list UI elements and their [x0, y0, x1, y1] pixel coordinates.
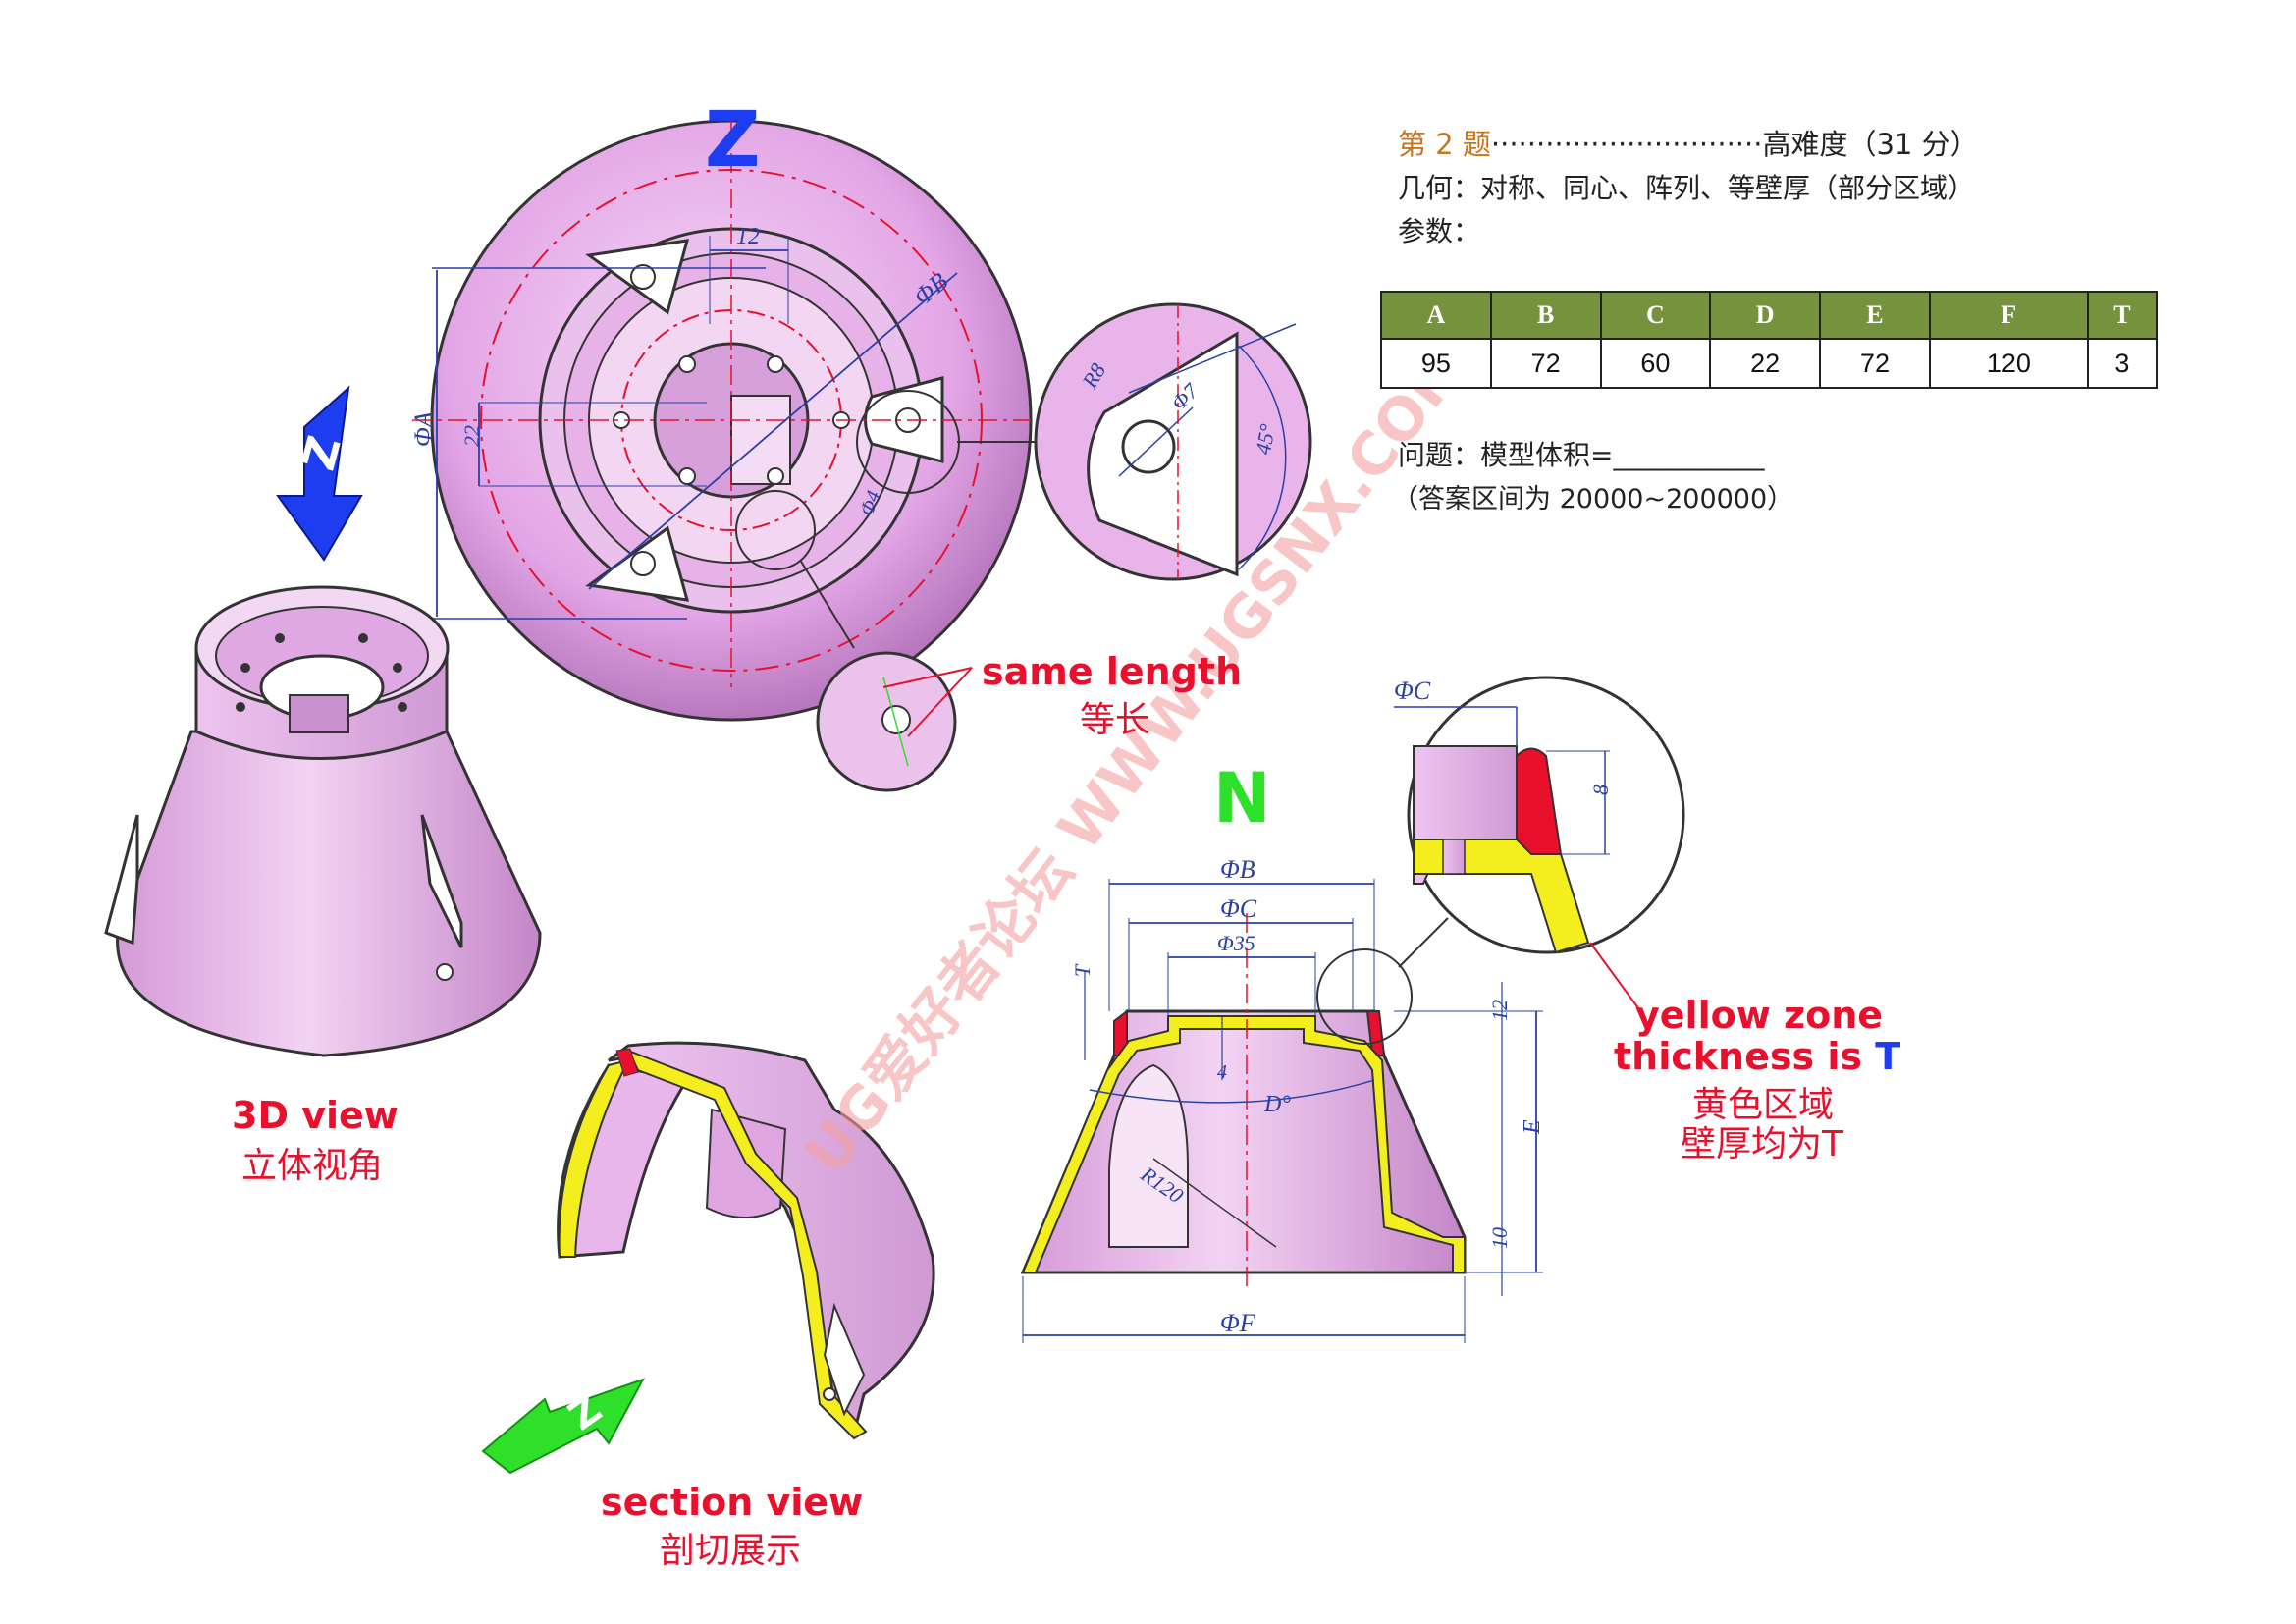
- caption-thickness-text: thickness is: [1614, 1035, 1876, 1078]
- param-header-C: C: [1599, 291, 1712, 340]
- caption-thickness-symbol: T: [1875, 1035, 1901, 1078]
- caption-section-view-cn: 剖切展示: [660, 1531, 802, 1571]
- dim-4: 4: [1217, 1061, 1227, 1083]
- param-header-E: E: [1819, 291, 1931, 340]
- param-value-E: 72: [1819, 338, 1931, 389]
- params-header-row: A B C D E F T: [1380, 291, 2159, 340]
- param-header-A: A: [1380, 291, 1492, 340]
- param-value-C: 60: [1599, 338, 1712, 389]
- dim-D: D°: [1263, 1092, 1291, 1117]
- caption-yellow-zone-cn: 黄色区域: [1692, 1085, 1835, 1125]
- dim-phiC-detail: ΦC: [1394, 677, 1431, 705]
- question-header: 第 2 题······························高难度（3…: [1398, 122, 1979, 163]
- param-value-T: 3: [2086, 338, 2159, 389]
- question-difficulty: 高难度（31 分）: [1762, 128, 1979, 161]
- dim-8: 8: [1588, 785, 1613, 795]
- dim-phiA: ΦA: [409, 411, 438, 447]
- front-view-n: ΦB ΦC Φ35 T 12 4 D° E R120 10 ΦF: [1020, 855, 1545, 1343]
- question-number: 第 2 题: [1398, 128, 1491, 161]
- param-header-F: F: [1928, 291, 2089, 340]
- question-params-label: 参数：: [1398, 215, 1481, 247]
- question-geometry: 几何：对称、同心、阵列、等壁厚（部分区域）: [1398, 172, 1976, 204]
- question-answer-range: （答案区间为 20000~200000）: [1392, 484, 1794, 514]
- detail-view-thickness: ΦC 8: [1316, 676, 1685, 1045]
- dim-10: 10: [1487, 1227, 1512, 1249]
- caption-thickness: thickness is T: [1614, 1035, 1900, 1078]
- dim-T: T: [1070, 963, 1095, 977]
- top-bolt-holes: [613, 355, 850, 485]
- caption-same-length-cn: 等长: [1080, 700, 1151, 740]
- param-header-D: D: [1709, 291, 1822, 340]
- view-label-z: Z: [705, 96, 761, 185]
- dim-12-front: 12: [1487, 1000, 1512, 1021]
- caption-yellow-zone: yellow zone: [1635, 994, 1884, 1037]
- param-value-D: 22: [1709, 338, 1822, 389]
- question-prompt: 问题：模型体积=___________: [1398, 439, 1765, 471]
- dim-phiB-front: ΦB: [1220, 855, 1255, 884]
- detail-view-hole: [735, 490, 973, 792]
- view-label-n: N: [1213, 758, 1271, 839]
- iso-3d-view: [104, 585, 542, 1057]
- param-header-T: T: [2086, 291, 2159, 340]
- section-view: [557, 1041, 935, 1440]
- dim-phi35: Φ35: [1217, 931, 1255, 955]
- dim-45deg: 45°: [1251, 422, 1280, 457]
- param-header-B: B: [1489, 291, 1602, 340]
- caption-3d-view-cn: 立体视角: [241, 1146, 384, 1186]
- dim-line-phiB: [588, 272, 958, 590]
- param-value-B: 72: [1489, 338, 1602, 389]
- dim-12: 12: [736, 224, 760, 249]
- caption-same-length: same length: [982, 650, 1243, 693]
- params-table: A B C D E F T 95 72 60 22 72 120 3: [1380, 291, 2159, 389]
- dim-E: E: [1520, 1119, 1545, 1135]
- z-arrow-blue-icon: [276, 385, 363, 562]
- caption-thickness-cn: 壁厚均为T: [1681, 1124, 1843, 1164]
- caption-section-view: section view: [601, 1481, 864, 1524]
- detail-view-window: R8 Φ7 45°: [856, 302, 1312, 581]
- param-value-A: 95: [1380, 338, 1492, 389]
- dim-phiF: ΦF: [1220, 1309, 1256, 1337]
- dim-phiC-front: ΦC: [1220, 894, 1257, 923]
- param-value-F: 120: [1928, 338, 2089, 389]
- z-arrow-green-icon: [481, 1378, 646, 1475]
- top-view-z: 12 ΦB ΦA 22 Φ4: [409, 118, 1033, 722]
- caption-3d-view: 3D view: [232, 1094, 399, 1137]
- dim-22: 22: [459, 425, 484, 447]
- params-value-row: 95 72 60 22 72 120 3: [1380, 338, 2159, 389]
- question-dots: ······························: [1490, 128, 1763, 161]
